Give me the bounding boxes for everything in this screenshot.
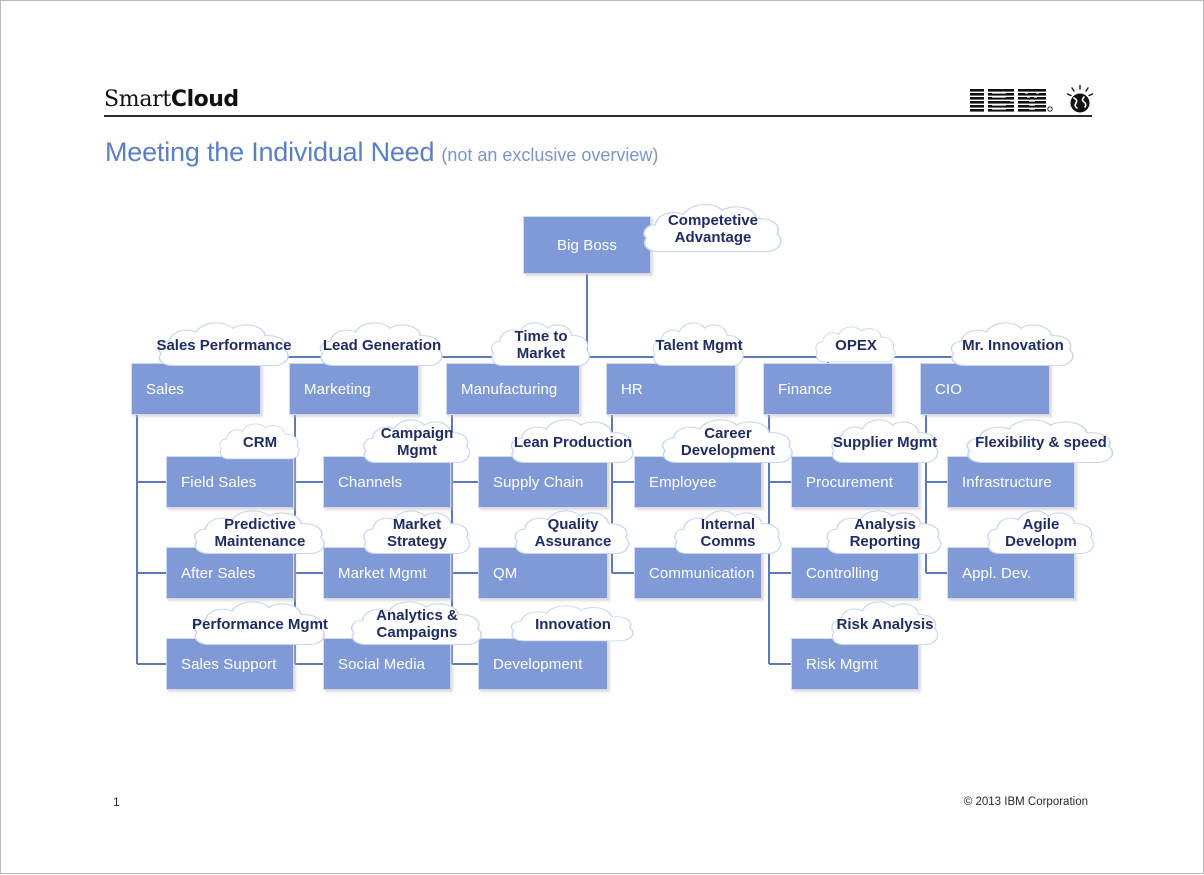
ibm-logo [970,85,1095,117]
cloud-marketing-child-2: Market Strategy [360,505,475,561]
node-sales-child-1[interactable]: Field Sales [166,456,294,508]
cloud-manufacturing-theme: Time to Market [488,317,594,373]
node-label: After Sales [181,564,256,582]
cloud-marketing-theme: Lead Generation [316,317,448,373]
cloud-hr-child-1: Career Development [658,414,799,470]
smartcloud-brand: SmartCloud [104,87,239,112]
node-finance-child-3[interactable]: Risk Mgmt [791,638,919,690]
node-label: Supply Chain [493,473,584,491]
cloud-hr-child-2: Internal Comms [671,505,786,561]
cloud-label: Career Development [680,425,776,459]
cloud-finance-child-2: Analysis Reporting [823,505,946,561]
cloud-label: Analytics & Campaigns [376,607,458,641]
node-label: Social Media [338,655,426,673]
cloud-sales-child-1: CRM [217,419,303,465]
node-label: Finance [778,380,833,398]
cloud-competetive-advantage: Competetive Advantage [639,198,788,260]
cloud-finance-theme: OPEX [813,322,899,368]
cloud-finance-child-1: Supplier Mgmt [828,414,943,470]
node-manufacturing-child-2[interactable]: QM [478,547,608,599]
cloud-label: Time to Market [514,328,568,362]
cloud-sales-child-2: Predictive Maintenance [190,505,331,561]
cloud-label: Quality Assurance [534,516,612,550]
cloud-hr-theme: Talent Mgmt [650,317,748,373]
node-label: Procurement [806,473,893,491]
node-label: Marketing [304,380,371,398]
copyright-notice: © 2013 IBM Corporation [963,796,1088,808]
cloud-label: Mr. Innovation [962,336,1064,354]
cloud-label: Analysis Reporting [849,516,921,550]
node-marketing-child-2[interactable]: Market Mgmt [323,547,451,599]
node-label: Field Sales [181,473,257,491]
cloud-label: Market Strategy [386,516,447,550]
cloud-label: Agile Developm [1005,516,1077,550]
node-hr[interactable]: HR [606,363,736,415]
cloud-finance-child-3: Risk Analysis [828,596,943,652]
cloud-manufacturing-child-1: Lean Production [507,414,639,470]
node-label: Risk Mgmt [806,655,878,673]
node-label: Sales Support [181,655,277,673]
node-label: Channels [338,473,403,491]
node-label: Sales [146,380,185,398]
node-finance-child-1[interactable]: Procurement [791,456,919,508]
node-sales-child-3[interactable]: Sales Support [166,638,294,690]
cloud-label: Campaign Mgmt [380,425,454,459]
node-label: Market Mgmt [338,564,427,582]
page-number: 1 [113,795,120,809]
node-label: CIO [935,380,962,398]
cloud-label: Risk Analysis [836,615,934,633]
cloud-manufacturing-child-3: Innovation [507,601,639,647]
node-label: Infrastructure [962,473,1052,491]
cloud-sales-theme: Sales Performance [154,317,295,373]
cloud-label: Lead Generation [322,336,442,354]
cloud-cio-child-2: Agile Developm [984,505,1099,561]
node-cio-child-2[interactable]: Appl. Dev. [947,547,1075,599]
cloud-label: Supplier Mgmt [832,433,938,451]
cloud-label: Sales Performance [156,336,292,354]
cloud-label: Predictive Maintenance [214,516,306,550]
cloud-label: Competetive Advantage [667,212,758,246]
cloud-label: Lean Production [513,433,633,451]
node-big-boss[interactable]: Big Boss [523,216,651,274]
node-finance[interactable]: Finance [763,363,893,415]
cloud-label: Internal Comms [700,516,756,550]
page-title: Meeting the Individual Need (not an exclu… [105,137,658,168]
node-marketing-child-1[interactable]: Channels [323,456,451,508]
node-label: Communication [649,564,755,582]
cloud-label: Flexibility & speed [975,433,1107,451]
cloud-marketing-child-3: Analytics & Campaigns [347,596,488,652]
node-label: HR [621,380,643,398]
node-label: Employee [649,473,717,491]
cloud-sales-child-3: Performance Mgmt [190,596,331,652]
node-label: QM [493,564,518,582]
cloud-label: OPEX [835,336,877,354]
node-label: Development [493,655,583,673]
node-label: Big Boss [557,236,617,254]
title-main: Meeting the Individual Need [105,137,435,167]
globe-icon [1066,85,1094,113]
node-label: Manufacturing [461,380,558,398]
node-label: Appl. Dev. [962,564,1032,582]
node-sales[interactable]: Sales [131,363,261,415]
node-marketing-child-3[interactable]: Social Media [323,638,451,690]
ibm-wordmark-icon [970,89,1053,112]
cloud-label: Talent Mgmt [655,336,743,354]
title-sub: (not an exclusive overview) [441,145,659,165]
brand-light: Smart [104,87,171,112]
cloud-cio-child-1: Flexibility & speed [962,414,1120,470]
node-manufacturing-child-3[interactable]: Development [478,638,608,690]
cloud-label: Performance Mgmt [192,615,328,633]
header-rule [104,115,1092,117]
cloud-manufacturing-child-2: Quality Assurance [511,505,634,561]
cloud-label: CRM [242,433,278,451]
brand-bold: Cloud [170,87,239,112]
node-manufacturing[interactable]: Manufacturing [446,363,580,415]
node-label: Controlling [806,564,879,582]
node-sales-child-2[interactable]: After Sales [166,547,294,599]
cloud-label: Innovation [535,615,611,633]
cloud-marketing-child-1: Campaign Mgmt [360,414,475,470]
cloud-cio-theme: Mr. Innovation [947,317,1079,373]
